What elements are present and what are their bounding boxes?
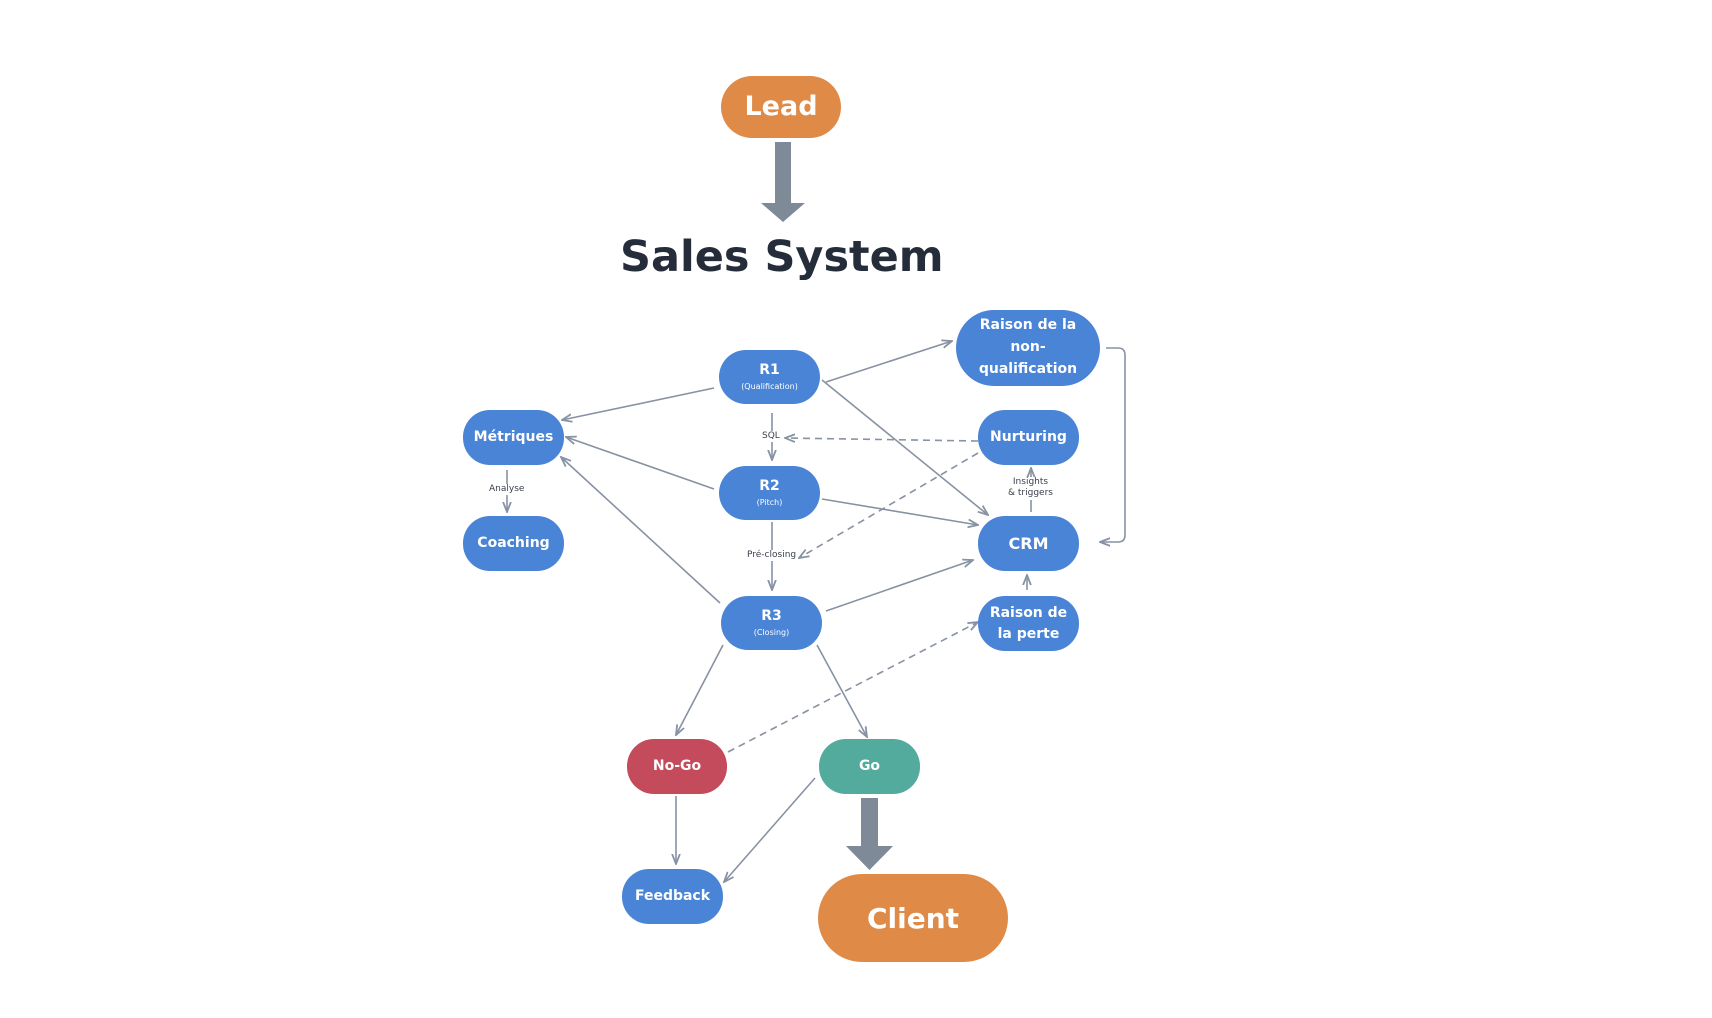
node-nurturing: Nurturing [978, 410, 1079, 465]
node-r1: R1 (Qualification) [719, 350, 820, 404]
node-r2: R2 (Pitch) [719, 466, 820, 520]
node-r3: R3 (Closing) [721, 596, 822, 650]
node-raison-non-qualification-label: Raison de la non-qualification [978, 317, 1078, 377]
node-r1-sub: (Qualification) [741, 381, 798, 391]
edge-r2-crm [821, 498, 978, 525]
node-client-label: Client [866, 901, 960, 935]
edge-r1-metriques [562, 387, 715, 420]
node-feedback-label: Feedback [634, 887, 711, 904]
edge-nurturing-preclosing [799, 452, 979, 558]
node-crm-label: CRM [1008, 533, 1049, 553]
edge-nurturing-sql [785, 438, 979, 441]
node-lead: Lead [721, 76, 841, 138]
node-nurturing-label: Nurturing [990, 428, 1067, 445]
edge-r3-metriques [561, 457, 721, 604]
edge-r3-crm [825, 560, 973, 612]
node-r1-label: R1 [759, 362, 780, 379]
edge-label-sql: SQL [760, 431, 782, 443]
edge-r2-metriques [566, 437, 715, 490]
node-metriques-label: Métriques [473, 428, 554, 445]
node-client: Client [818, 874, 1008, 962]
big-arrow-lead-down [761, 142, 805, 222]
node-go-label: Go [858, 757, 881, 774]
node-raison-perte-label: Raison de la perte [989, 604, 1068, 642]
node-raison-perte: Raison de la perte [978, 596, 1079, 651]
edge-r1-raison-nonqual [825, 341, 952, 383]
node-nogo-label: No-Go [652, 757, 702, 774]
edge-label-pre-closing: Pré-closing [745, 550, 799, 562]
node-raison-non-qualification: Raison de la non-qualification [956, 310, 1100, 386]
node-metriques: Métriques [463, 410, 564, 465]
edge-r1-crm [821, 379, 988, 515]
edge-label-insights-triggers: Insights & triggers [1006, 477, 1055, 500]
edge-go-feedback [724, 777, 816, 882]
node-crm: CRM [978, 516, 1079, 571]
node-r2-sub: (Pitch) [756, 497, 783, 507]
node-coaching-label: Coaching [477, 534, 550, 551]
node-r3-sub: (Closing) [753, 627, 790, 637]
node-coaching: Coaching [463, 516, 564, 571]
edge-label-analyse: Analyse [487, 484, 527, 496]
node-r2-label: R2 [759, 478, 780, 495]
node-feedback: Feedback [622, 869, 723, 924]
big-arrow-go-down [846, 798, 893, 870]
node-nogo: No-Go [627, 739, 727, 794]
node-go: Go [819, 739, 920, 794]
edge-r3-go [816, 644, 867, 737]
page-title: Sales System [620, 232, 944, 282]
node-r3-label: R3 [761, 608, 782, 625]
node-lead-label: Lead [744, 91, 818, 123]
edge-nogo-raison-perte [727, 622, 978, 753]
edge-raison-nonqual-crm [1100, 347, 1126, 542]
edge-r3-nogo [676, 644, 724, 735]
